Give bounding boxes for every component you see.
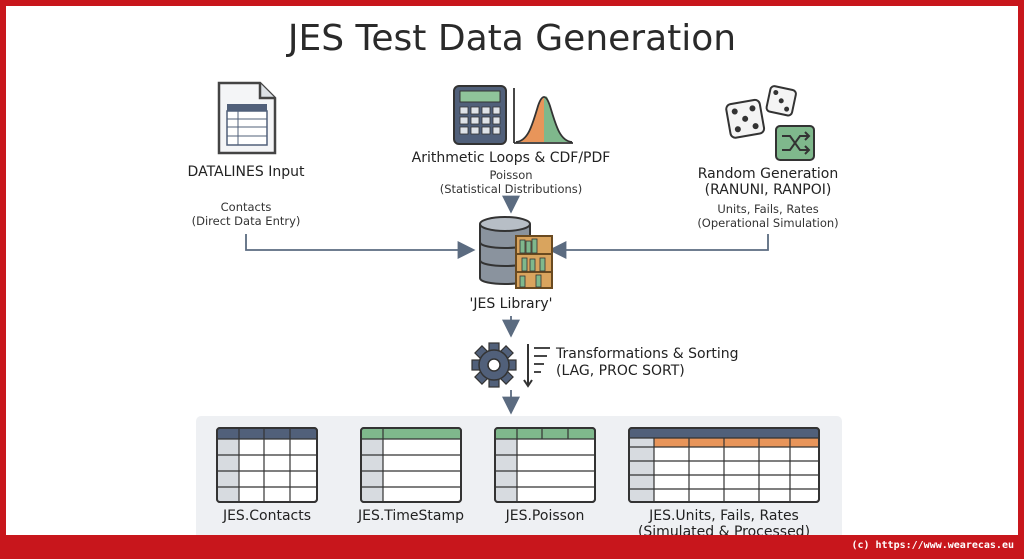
output-label-units: JES.Units, Fails, Rates (649, 508, 799, 524)
table-poisson-icon (494, 427, 596, 503)
gear-sort-icon (471, 342, 550, 388)
output-label-timestamp: JES.TimeStamp (357, 508, 465, 524)
output-label-units-sub: (Simulated & Processed) (637, 524, 811, 535)
dice-shuffle-icon (725, 85, 815, 161)
connector-arrows (245, 195, 769, 415)
random-sub1: Units, Fails, Rates (717, 202, 819, 216)
document-icon (217, 81, 277, 155)
copyright-text[interactable]: (c) https://www.wearecas.eu (851, 540, 1014, 551)
datalines-sub2: (Direct Data Entry) (191, 214, 301, 228)
arithmetic-sub2: (Statistical Distributions) (439, 182, 583, 196)
arithmetic-sub1: Poisson (489, 168, 533, 182)
random-sub2: (Operational Simulation) (697, 216, 839, 230)
page-title: JES Test Data Generation (287, 18, 737, 59)
transform-label2: (LAG, PROC SORT) (556, 363, 685, 379)
library-label: 'JES Library' (469, 296, 553, 312)
arrow-datalines-to-library (245, 234, 476, 259)
random-label1: Random Generation (697, 166, 839, 182)
table-units-fails-rates-icon (628, 427, 820, 503)
arrow-random-to-library (548, 234, 769, 259)
database-library-icon (479, 216, 553, 289)
transform-label1: Transformations & Sorting (556, 346, 739, 362)
diagram-canvas: JES Test Data Generation DATALINES Input… (6, 6, 1018, 535)
datalines-sub1: Contacts (220, 200, 272, 214)
distribution-curve-icon (513, 88, 573, 144)
calculator-icon (453, 85, 507, 145)
arithmetic-label: Arithmetic Loops & CDF/PDF (411, 150, 611, 166)
table-contacts-icon (216, 427, 318, 503)
random-label2: (RANUNI, RANPOI) (704, 182, 832, 198)
table-timestamp-icon (360, 427, 462, 503)
datalines-label: DATALINES Input (187, 164, 305, 180)
output-label-poisson: JES.Poisson (505, 508, 585, 524)
output-label-contacts: JES.Contacts (222, 508, 312, 524)
footer-bar (0, 535, 1024, 559)
